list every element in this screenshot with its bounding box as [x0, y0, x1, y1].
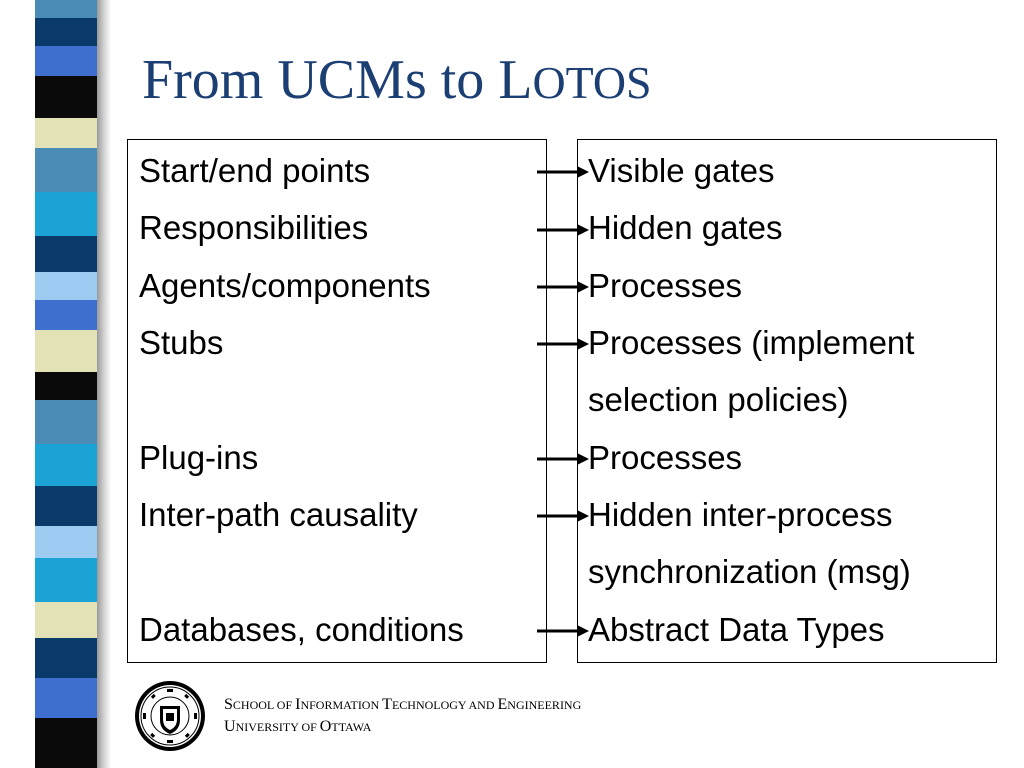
stripe [35, 444, 97, 486]
stripe [35, 372, 97, 400]
ucm-concept: Inter-path causality [139, 496, 418, 533]
lotos-construct: Abstract Data Types [588, 611, 885, 648]
stripe [35, 0, 97, 18]
slide-title: From UCMs to LOTOS [142, 48, 652, 115]
mapping-arrow-icon [537, 338, 589, 350]
stripe [35, 300, 97, 330]
ucm-concept: Plug-ins [139, 439, 259, 476]
ucm-concept: Start/end points [139, 152, 371, 189]
stripe [35, 46, 97, 76]
stripe [35, 330, 97, 372]
mapping-arrow-icon [537, 281, 589, 293]
lotos-construct: selection policies) [588, 381, 849, 418]
stripe-shadow [97, 0, 111, 768]
mapping-arrow-icon [537, 453, 589, 465]
stripe [35, 486, 97, 526]
slide-title-smallcaps: OTOS [532, 57, 652, 108]
footer-text: SCHOOL OF INFORMATION TECHNOLOGY AND ENG… [224, 694, 581, 738]
mapping-arrow-icon [537, 510, 589, 522]
stripe [35, 18, 97, 46]
lotos-construct: Processes [588, 267, 743, 304]
stripe [35, 118, 97, 148]
lotos-construct: Hidden gates [588, 209, 783, 246]
stripe [35, 192, 97, 236]
stripe [35, 272, 97, 300]
mapping-arrow-icon [537, 224, 589, 236]
mapping-arrow-icon [537, 625, 589, 637]
stripe [35, 76, 97, 118]
stripe [35, 148, 97, 192]
stripe [35, 678, 97, 718]
university-seal-icon [135, 681, 205, 751]
lotos-construct: Processes (implement [588, 324, 915, 361]
university-name: UNIVERSITY OF OTTAWA [224, 718, 372, 735]
lotos-construct: Processes [588, 439, 743, 476]
stripe [35, 236, 97, 272]
ucm-concepts-box [127, 139, 547, 663]
lotos-construct: synchronization (msg) [588, 553, 911, 590]
lotos-constructs-box [577, 139, 997, 663]
lotos-construct: Hidden inter-process [588, 496, 893, 533]
lotos-construct: Visible gates [588, 152, 775, 189]
mapping-arrow-icon [537, 166, 589, 178]
ucm-concept: Stubs [139, 324, 224, 361]
slide-title-main: From UCMs to L [142, 49, 533, 111]
ucm-concept: Databases, conditions [139, 611, 464, 648]
stripe [35, 602, 97, 638]
ucm-concept: Responsibilities [139, 209, 369, 246]
stripe [35, 400, 97, 444]
decorative-stripe-bar [35, 0, 97, 768]
stripe [35, 718, 97, 768]
ucm-concept: Agents/components [139, 267, 431, 304]
stripe [35, 558, 97, 602]
school-name: SCHOOL OF INFORMATION TECHNOLOGY AND ENG… [224, 696, 582, 713]
stripe [35, 638, 97, 678]
stripe [35, 526, 97, 558]
